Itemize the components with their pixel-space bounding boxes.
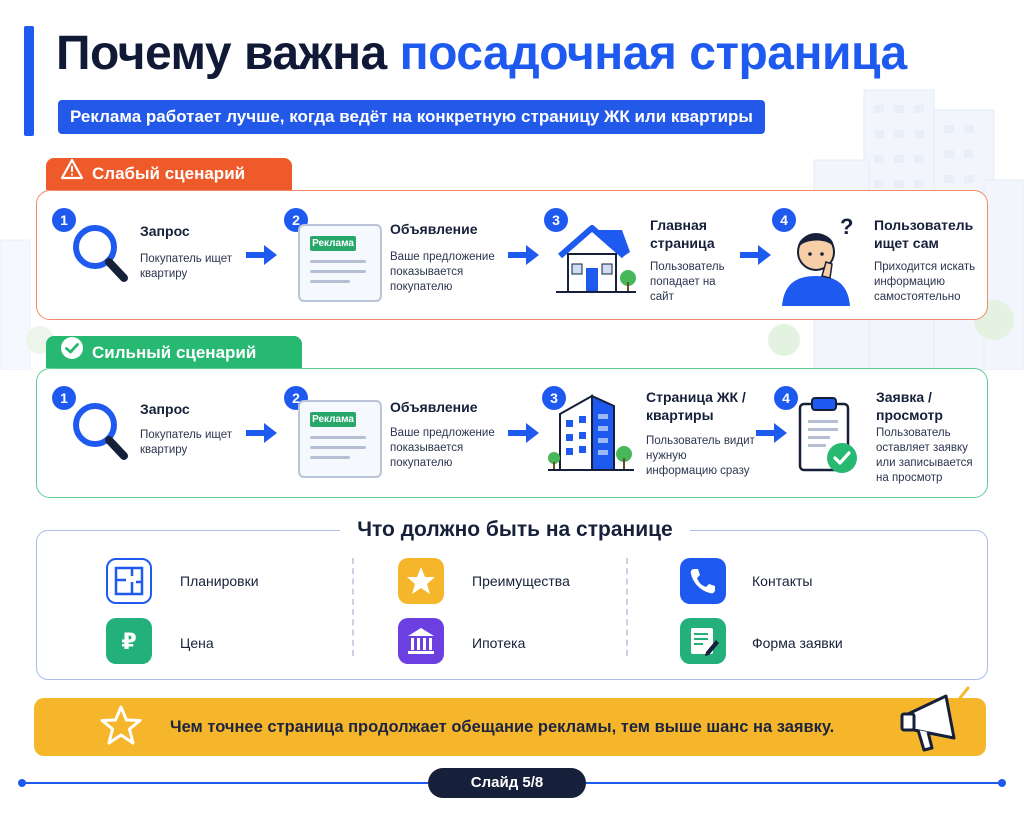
arrow-right-icon xyxy=(508,245,539,265)
check-circle-icon xyxy=(60,336,84,371)
ad-badge: Реклама xyxy=(310,412,356,427)
step-desc: Покупатель ищет квартиру xyxy=(140,253,233,280)
column-divider xyxy=(352,558,354,656)
step-number: 1 xyxy=(52,208,76,232)
requirement-label: Ипотека xyxy=(472,635,526,651)
conclusion-text: Чем точнее страница продолжает обещание … xyxy=(170,718,835,736)
weak-scenario-tag: Слабый сценарий xyxy=(46,158,292,190)
bank-icon xyxy=(398,618,444,664)
step-number: 1 xyxy=(52,386,76,410)
requirement-label: Цена xyxy=(180,635,214,651)
step-desc: Пользователь видит нужную информацию сра… xyxy=(646,435,755,477)
page-title: Почему важна посадочная страница xyxy=(56,27,908,80)
step-title: Запрос xyxy=(140,401,190,417)
step-desc: Приходится искать информацию самостоятел… xyxy=(874,261,976,303)
step-desc: Покупатель ищет квартиру xyxy=(140,429,233,456)
step-title: Главная страница xyxy=(650,217,715,251)
step-number: 4 xyxy=(772,208,796,232)
magnifier-icon xyxy=(73,225,128,282)
phone-icon xyxy=(680,558,726,604)
arrow-right-icon xyxy=(756,423,787,443)
svg-text:₽: ₽ xyxy=(121,630,136,655)
confused-user-icon: ? xyxy=(782,214,853,306)
floorplan-icon xyxy=(106,558,152,604)
requirements-title: Что должно быть на странице xyxy=(340,515,690,545)
step-desc: Ваше предложение показывается покупателю xyxy=(390,251,495,293)
megaphone-icon xyxy=(900,686,978,752)
requirements-box xyxy=(36,530,988,680)
clipboard-check-icon xyxy=(798,397,857,473)
conclusion-banner xyxy=(34,698,986,756)
arrow-right-icon xyxy=(508,423,539,443)
arrow-right-icon xyxy=(246,423,277,443)
step-number: 3 xyxy=(544,208,568,232)
arrow-right-icon xyxy=(740,245,771,265)
star-outline-icon xyxy=(100,705,142,745)
column-divider xyxy=(626,558,628,656)
requirement-label: Контакты xyxy=(752,573,813,589)
svg-text:?: ? xyxy=(840,214,853,239)
step-title: Страница ЖК / квартиры xyxy=(646,389,746,423)
ad-card-icon: Реклама xyxy=(298,400,382,478)
form-icon xyxy=(680,618,726,664)
page-title-accent: посадочная страница xyxy=(399,27,908,80)
requirement-label: Форма заявки xyxy=(752,635,843,651)
magnifier-icon xyxy=(73,403,128,460)
step-title: Пользователь ищет сам xyxy=(874,217,974,251)
step-title: Запрос xyxy=(140,223,190,239)
step-desc: Пользователь оставляет заявку или записы… xyxy=(876,427,973,484)
house-icon xyxy=(556,225,636,293)
footer-dot xyxy=(998,779,1006,787)
step-desc: Пользователь попадает на сайт xyxy=(650,261,725,303)
step-number: 3 xyxy=(542,386,566,410)
ad-card-icon: Реклама xyxy=(298,224,382,302)
requirement-label: Преимущества xyxy=(472,573,570,589)
step-title: Объявление xyxy=(390,221,478,237)
title-accent-bar xyxy=(24,26,34,136)
weak-scenario-label: Слабый сценарий xyxy=(92,164,246,183)
strong-scenario-tag: Сильный сценарий xyxy=(46,336,302,368)
slide-counter: Слайд 5/8 xyxy=(428,768,586,798)
footer-dot xyxy=(18,779,26,787)
step-number: 4 xyxy=(774,386,798,410)
ad-badge: Реклама xyxy=(310,236,356,251)
ruble-icon: ₽ xyxy=(106,618,152,664)
star-icon xyxy=(398,558,444,604)
strong-scenario-label: Сильный сценарий xyxy=(92,342,257,362)
step-title: Заявка / просмотр xyxy=(876,389,943,423)
step-title: Объявление xyxy=(390,399,478,415)
arrow-right-icon xyxy=(246,245,277,265)
page-subtitle: Реклама работает лучше, когда ведёт на к… xyxy=(58,100,765,134)
warning-icon xyxy=(60,158,84,191)
apartment-building-icon xyxy=(548,394,634,471)
requirement-label: Планировки xyxy=(180,573,259,589)
step-desc: Ваше предложение показывается покупателю xyxy=(390,427,495,469)
